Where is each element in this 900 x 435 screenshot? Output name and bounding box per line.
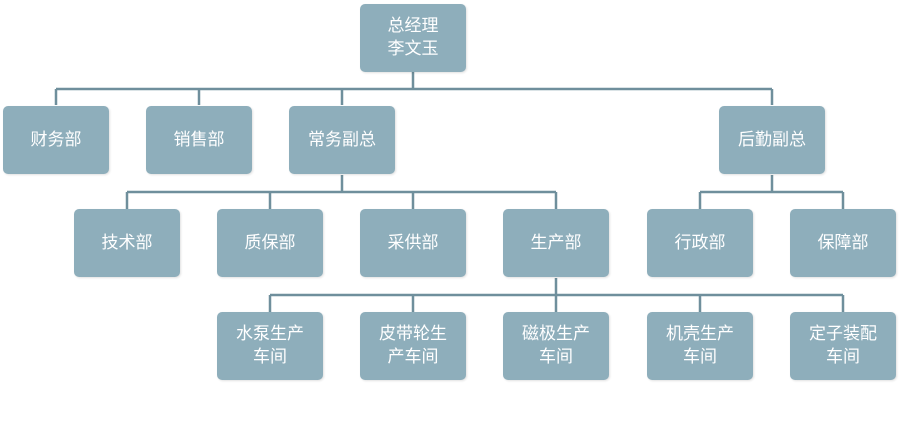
node-stator-assembly-workshop: 定子装配 车间 <box>790 312 896 380</box>
node-label: 定子装配 <box>809 324 877 345</box>
node-label: 财务部 <box>30 129 82 150</box>
node-label: 皮带轮生 <box>379 324 447 345</box>
node-label: 磁极生产 <box>522 324 590 345</box>
node-magnetic-pole-workshop: 磁极生产 车间 <box>503 312 609 380</box>
node-label: 车间 <box>826 347 860 367</box>
node-label: 李文玉 <box>387 39 439 59</box>
node-label: 产车间 <box>387 347 439 367</box>
node-purchasing-dept: 采供部 <box>360 209 466 277</box>
node-logistics-vp: 后勤副总 <box>719 106 825 174</box>
node-label: 总经理 <box>387 16 439 37</box>
node-support-dept: 保障部 <box>790 209 896 277</box>
node-label: 水泵生产 <box>236 324 304 345</box>
node-label: 生产部 <box>530 232 582 253</box>
node-label: 销售部 <box>173 129 225 150</box>
node-tech-dept: 技术部 <box>74 209 180 277</box>
node-label: 技术部 <box>101 232 153 253</box>
node-label: 车间 <box>683 347 717 367</box>
node-label: 保障部 <box>817 232 869 253</box>
node-label: 车间 <box>539 347 573 367</box>
node-admin-dept: 行政部 <box>647 209 753 277</box>
node-sales: 销售部 <box>146 106 252 174</box>
node-pump-workshop: 水泵生产 车间 <box>217 312 323 380</box>
node-finance: 财务部 <box>3 106 109 174</box>
node-label: 常务副总 <box>308 129 376 150</box>
node-production-dept: 生产部 <box>503 209 609 277</box>
node-executive-vp: 常务副总 <box>289 106 395 174</box>
node-general-manager: 总经理 李文玉 <box>360 4 466 72</box>
node-label: 质保部 <box>244 232 296 253</box>
node-quality-dept: 质保部 <box>217 209 323 277</box>
node-label: 后勤副总 <box>738 129 806 150</box>
node-label: 车间 <box>253 347 287 367</box>
node-label: 机壳生产 <box>666 324 734 345</box>
node-belt-pulley-workshop: 皮带轮生 产车间 <box>360 312 466 380</box>
node-label: 行政部 <box>674 232 726 253</box>
node-casing-workshop: 机壳生产 车间 <box>647 312 753 380</box>
node-label: 采供部 <box>387 232 439 253</box>
